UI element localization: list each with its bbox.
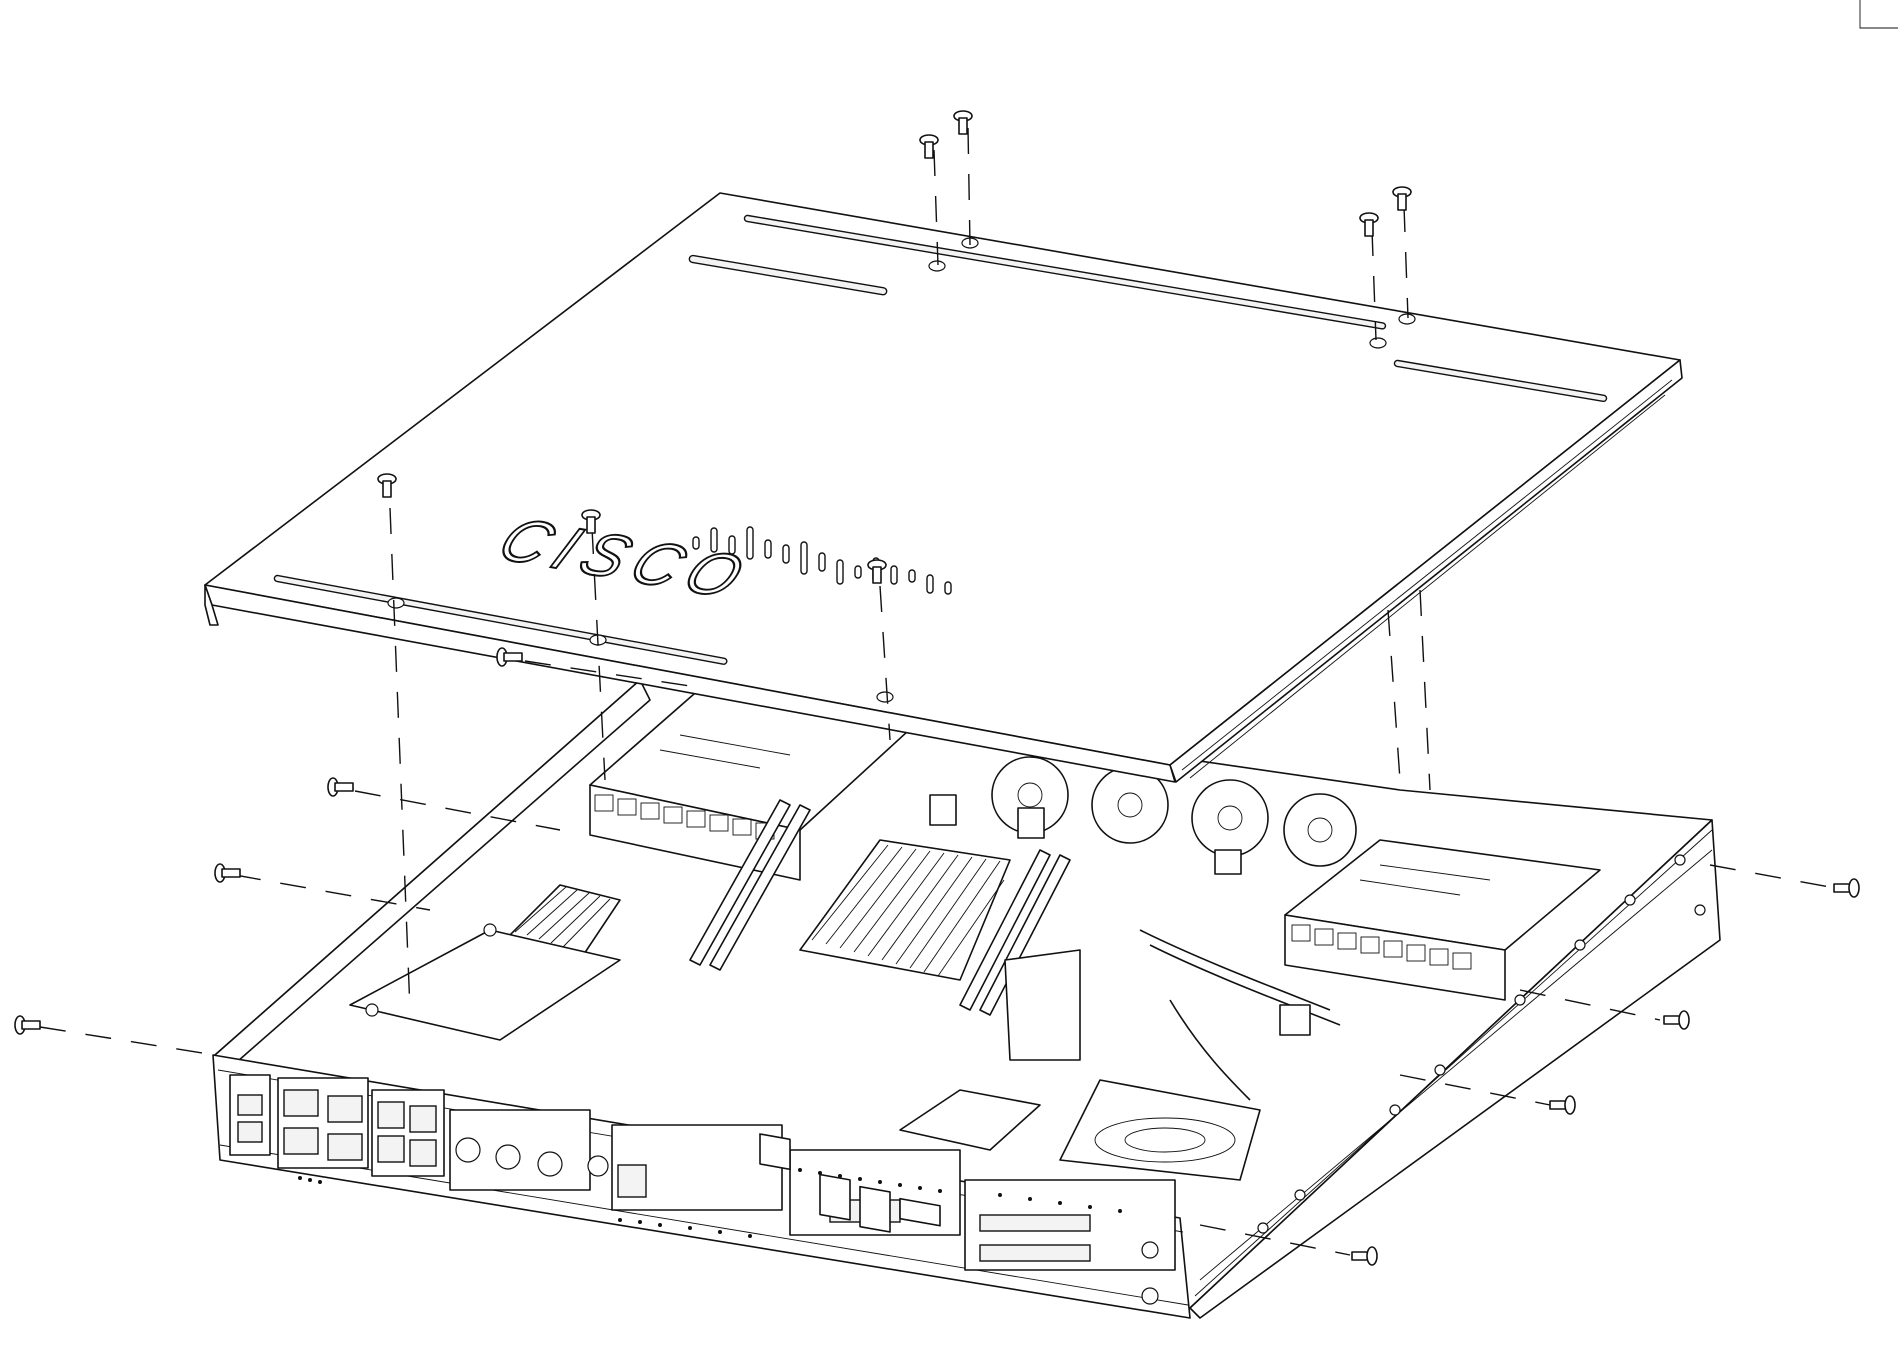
cover-right-lip [1169,359,1683,783]
cover-vent-slots [273,214,1608,665]
screws [14,110,1860,1266]
fan-icon [1191,779,1269,857]
router-chassis [212,679,1721,1319]
drive-bay [1059,1079,1261,1181]
screw-icon [1392,186,1412,211]
cover-top-surface [204,192,1681,766]
screw-icon [919,134,939,159]
power-supply-right [1284,839,1601,1001]
board-chips [759,1133,941,1233]
connector [1279,1004,1311,1036]
screw-icon [214,863,241,883]
screw-icon [327,777,354,797]
fan-tray [991,756,1357,867]
memory-modules [689,799,1071,1016]
rj45-port-icon [283,1127,319,1155]
screw-icon [1663,1010,1690,1030]
sfp-port-icon [377,1101,405,1129]
sfp-port-icon [409,1139,437,1167]
screw-icon [14,1015,41,1035]
screw-icon [953,110,973,135]
daughter-card [349,929,621,1041]
thumbscrew-icon [1141,1287,1159,1305]
side-wall-holes [1257,854,1706,1234]
rj45-port-icon [327,1133,363,1161]
screw-icon [1549,1095,1576,1115]
sfp-port-icon [377,1135,405,1163]
sfp-port-icon [409,1105,437,1133]
alignment-lines [39,127,1836,1256]
screw-icon [867,559,887,584]
connector [1017,807,1045,839]
screw-icon [377,473,397,498]
fan-icon [1283,793,1357,867]
top-cover: CISCO [204,192,1683,783]
rj45-port-icon [237,1094,263,1116]
screw-icon [1833,878,1860,898]
page-frame-corner [1859,0,1898,29]
usb-port-icon [617,1164,647,1198]
screw-icon [496,647,523,667]
air-baffle [1004,949,1081,1061]
chassis-right-wall [1189,819,1721,1319]
rj45-port-icon [283,1089,319,1117]
thumbscrew-icon [587,1155,609,1177]
storage-module [899,1089,1041,1151]
connector [1214,849,1242,875]
screw-icon [1359,212,1379,237]
cover-screw-holes [387,237,1416,703]
rj45-port-icon [237,1121,263,1143]
internal-cable [1139,929,1331,1011]
cpu-heatsink [799,839,1011,981]
heatsink-icon [799,839,1011,981]
screw-icon [1351,1246,1378,1266]
rj45-port-icon [327,1095,363,1123]
thumbscrew-icon [1141,1241,1159,1259]
connector [929,794,957,826]
screw-icon [581,509,601,534]
vent-perforation [298,1168,1122,1238]
